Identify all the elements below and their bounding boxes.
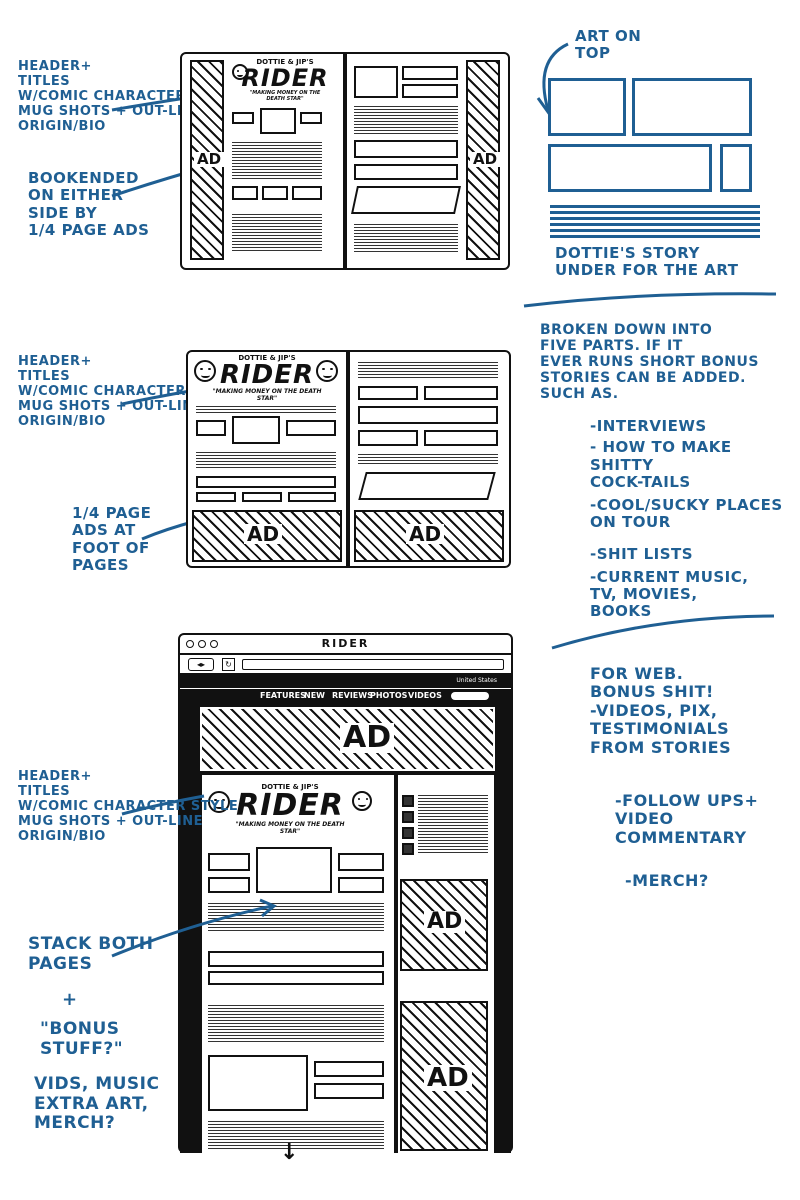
magazine-spread-2: DOTTIE & JIP'S RIDER "MAKING MONEY ON TH… (186, 350, 511, 568)
web-main-column: DOTTIE & JIP'S RIDER "MAKING MONEY ON TH… (202, 775, 394, 1153)
nav-reviews[interactable]: REVIEWS (332, 691, 373, 700)
scroll-down-icon[interactable]: ↓ (280, 1140, 299, 1165)
site-content: United States FEATURES NEW REVIEWS PHOTO… (180, 675, 511, 1153)
nav-new[interactable]: NEW (304, 691, 325, 700)
masthead-1: DOTTIE & JIP'S RIDER "MAKING MONEY ON TH… (241, 58, 329, 102)
note-bonus-stuff: "BONUS STUFF?" (40, 1019, 124, 1059)
web-sidebar: AD AD (398, 775, 494, 1153)
browser-toolbar: ◂▸ ↻ (180, 655, 511, 675)
note-plus: + (62, 989, 78, 1010)
ad-label-right-2: AD (406, 524, 445, 544)
note-merch: -MERCH? (625, 871, 709, 890)
region-label[interactable]: United States (456, 677, 497, 684)
bonus-item-shit-lists: -SHIT LISTS (590, 544, 694, 563)
ad-label-banner: AD (340, 723, 395, 753)
ad-label-sidebar-1: AD (424, 911, 466, 933)
reload-icon[interactable]: ↻ (222, 658, 235, 671)
browser-titlebar: RIDER (180, 635, 511, 655)
masthead-3: DOTTIE & JIP'S RIDER "MAKING MONEY ON TH… (235, 783, 345, 835)
nav-videos[interactable]: VIDEOS (408, 691, 442, 700)
note-quarter-page-ads: 1/4 PAGE ADS AT FOOT OF PAGES (72, 504, 152, 574)
ad-label-sidebar-2: AD (424, 1065, 472, 1091)
window-control-close[interactable] (186, 640, 194, 648)
browser-window: RIDER ◂▸ ↻ United States FEATURES NEW RE… (178, 633, 513, 1153)
note-art-on-top: ART ON TOP (575, 27, 642, 63)
mug-shot-dottie-1 (232, 64, 248, 80)
mug-shot-dottie-3 (208, 791, 230, 813)
magazine-spread-1: AD AD DOTTIE & JIP'S RIDER "MAKING MONEY… (180, 52, 510, 270)
window-control-max[interactable] (210, 640, 218, 648)
note-follow-ups: -FOLLOW UPS+ VIDEO COMMENTARY (615, 791, 759, 847)
art-panel-2 (632, 78, 752, 136)
browser-title: RIDER (321, 637, 370, 650)
bonus-item-current-music: -CURRENT MUSIC, TV, MOVIES, BOOKS (590, 567, 749, 621)
bonus-item-interviews: -INTERVIEWS (590, 417, 707, 435)
art-panel-1 (548, 78, 626, 136)
ad-label-left-2: AD (244, 524, 283, 544)
note-for-web: FOR WEB. BONUS SHIT! -VIDEOS, PIX, TESTI… (590, 664, 732, 757)
mug-shot-jip-3 (352, 791, 372, 811)
mug-shot-dottie-2 (194, 360, 216, 382)
art-panels (548, 78, 758, 198)
back-forward-icon[interactable]: ◂▸ (188, 658, 214, 671)
nav-features[interactable]: FEATURES (260, 691, 306, 700)
bonus-item-places: -COOL/SUCKY PLACES ON TOUR (590, 496, 783, 532)
story-text-scribble (550, 202, 760, 238)
bonus-item-cocktails: - HOW TO MAKE SHITTY COCK-TAILS (590, 438, 732, 491)
mug-shot-jip-2 (316, 360, 338, 382)
address-bar[interactable] (242, 659, 504, 670)
masthead-2: DOTTIE & JIP'S RIDER "MAKING MONEY ON TH… (212, 354, 322, 402)
ad-label-left-1: AD (194, 152, 225, 167)
note-bookended: BOOKENDED ON EITHER SIDE BY 1/4 PAGE ADS (28, 169, 150, 239)
divider-1 (523, 292, 777, 308)
search-input[interactable] (451, 692, 489, 700)
note-header-titles-3: HEADER+ TITLES w/comic character style m… (18, 769, 239, 844)
art-panel-4 (720, 144, 752, 192)
site-topbar: United States (180, 675, 511, 689)
note-broken-down: BROKEN DOWN INTO FIVE PARTS. IF IT EVER … (540, 322, 759, 403)
note-vids-music: VIDS, MUSIC EXTRA ART, MERCH? (34, 1074, 160, 1134)
window-control-min[interactable] (198, 640, 206, 648)
note-stack-pages: STACK BOTH PAGES (28, 934, 154, 974)
nav-photos[interactable]: PHOTOS (370, 691, 408, 700)
note-dottie-story: DOTTIE'S STORY UNDER FOR THE ART (555, 244, 739, 280)
bonus-list: -INTERVIEWS - HOW TO MAKE SHITTY COCK-TA… (590, 417, 790, 621)
ad-label-right-1: AD (470, 152, 501, 167)
site-nav: FEATURES NEW REVIEWS PHOTOS VIDEOS (180, 689, 511, 703)
art-panel-3 (548, 144, 712, 192)
